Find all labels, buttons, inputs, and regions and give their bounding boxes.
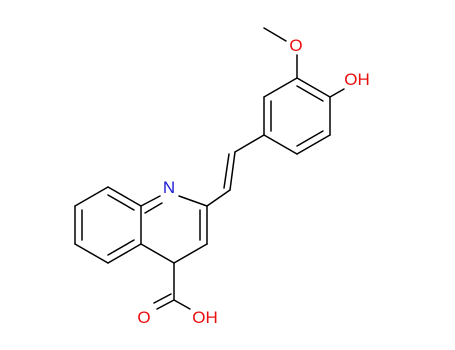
bond — [229, 151, 236, 191]
bond — [107, 243, 142, 264]
methoxy-oxygen-label: O — [289, 36, 302, 55]
bond — [263, 27, 287, 42]
bond — [329, 88, 345, 98]
hydroxy-label: OH — [344, 70, 370, 89]
bond — [173, 243, 208, 264]
bond-lines — [74, 27, 345, 310]
bond — [140, 195, 161, 207]
carbonyl-oxygen-label: O — [137, 308, 150, 327]
bond-double — [296, 130, 324, 147]
bond — [263, 134, 298, 155]
bond — [74, 243, 109, 264]
bond — [234, 134, 265, 153]
bond — [74, 186, 109, 207]
bond-double — [107, 194, 135, 211]
bond — [173, 299, 191, 310]
bond — [156, 299, 175, 310]
bond — [140, 243, 175, 264]
bond — [263, 77, 298, 98]
bond-double — [144, 202, 163, 214]
acid-hydroxy-label: OH — [192, 308, 218, 327]
bond — [296, 134, 331, 155]
bond-double — [153, 293, 172, 304]
bond-double — [107, 239, 135, 256]
bond-double — [296, 85, 324, 102]
nitrogen-label: N — [163, 178, 175, 197]
bond — [178, 195, 208, 207]
bond — [107, 186, 142, 207]
bond-double — [223, 153, 230, 189]
bond — [296, 77, 331, 98]
bond — [206, 189, 231, 207]
